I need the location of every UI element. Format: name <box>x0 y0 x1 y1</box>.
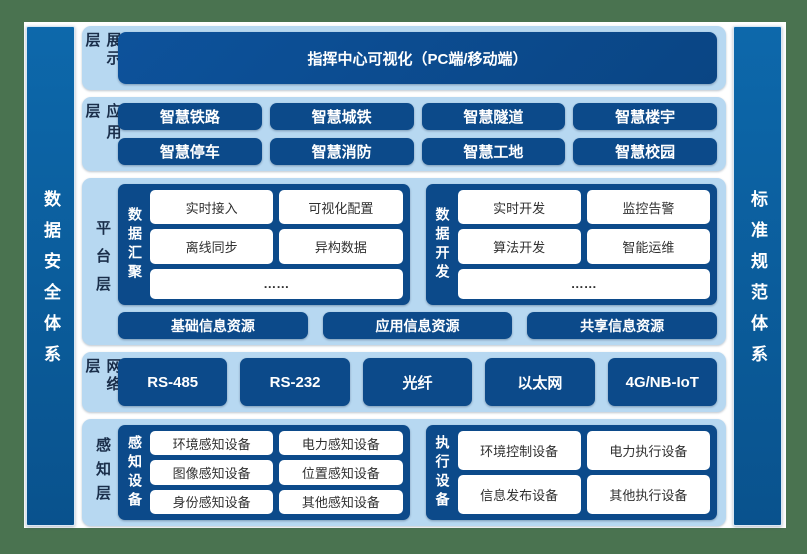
sensing-devices-label: 感知设备 <box>127 434 143 511</box>
network-box-4g-nbiot: 4G/NB-IoT <box>607 358 717 406</box>
left-sidebar-label: 数据安全体系 <box>41 190 60 376</box>
platform-item-realtime-dev: 实时开发 <box>457 190 581 225</box>
device-power-actuator: 电力执行设备 <box>586 431 710 470</box>
resource-application-info: 应用信息资源 <box>322 312 513 339</box>
app-box-smart-metro: 智慧城铁 <box>269 103 414 130</box>
platform-item-offline-sync: 离线同步 <box>150 229 274 264</box>
left-sidebar-data-security: 数据安全体系 <box>26 26 75 526</box>
command-center-box: 指挥中心可视化（PC端/移动端） <box>118 32 717 84</box>
layer-perception-label: 感知层 <box>94 436 111 509</box>
app-box-smart-site: 智慧工地 <box>421 138 566 165</box>
platform-group-aggregation-label: 数据汇聚 <box>127 206 143 283</box>
device-info-publish: 信息发布设备 <box>457 475 581 514</box>
right-sidebar-label: 标准规范体系 <box>748 190 767 376</box>
app-box-smart-tunnel: 智慧隧道 <box>421 103 566 130</box>
app-box-smart-railway: 智慧铁路 <box>118 103 262 130</box>
network-box-rs232: RS-232 <box>240 358 350 406</box>
layer-perception-label-col: 感知层 <box>87 425 118 520</box>
device-env-sensing: 环境感知设备 <box>150 431 274 456</box>
aggregation-ellipsis: …… <box>150 268 403 299</box>
device-other-sensing: 其他感知设备 <box>279 489 403 514</box>
platform-item-realtime-access: 实时接入 <box>150 190 274 225</box>
layer-platform: 平台层 数据汇聚 实时接入 可视化配置 离线同步 异构数据 …… <box>82 178 726 345</box>
layer-application-label: 应用层 <box>83 103 122 145</box>
layer-network-label: 网络层 <box>83 358 122 394</box>
layer-perception: 感知层 感知设备 环境感知设备 电力感知设备 图像感知设备 位置感知设备 身份感… <box>82 419 726 526</box>
sensing-devices-grid: 环境感知设备 电力感知设备 图像感知设备 位置感知设备 身份感知设备 其他感知设… <box>150 431 403 514</box>
platform-resource-row: 基础信息资源 应用信息资源 共享信息资源 <box>118 312 717 339</box>
app-box-smart-campus: 智慧校园 <box>573 138 717 165</box>
resource-basic-info: 基础信息资源 <box>118 312 308 339</box>
layer-display: 展示层 指挥中心可视化（PC端/移动端） <box>82 26 726 90</box>
device-location-sensing: 位置感知设备 <box>279 460 403 485</box>
layer-application-label-col: 应用层 <box>84 103 122 165</box>
device-env-control: 环境控制设备 <box>457 431 581 470</box>
layers-column: 展示层 指挥中心可视化（PC端/移动端） 应用层 智慧铁路 智慧城铁 智慧隧道 … <box>82 26 726 526</box>
platform-item-visual-config: 可视化配置 <box>279 190 403 225</box>
platform-body: 数据汇聚 实时接入 可视化配置 离线同步 异构数据 …… 数据开发 实时开发 <box>118 184 717 339</box>
layer-network: 网络层 RS-485 RS-232 光纤 以太网 4G/NB-IoT <box>82 352 726 412</box>
platform-group-row: 数据汇聚 实时接入 可视化配置 离线同步 异构数据 …… 数据开发 实时开发 <box>118 184 717 305</box>
layer-platform-label-col: 平台层 <box>87 184 118 339</box>
actuator-devices-label: 执行设备 <box>434 434 451 511</box>
platform-group-data-aggregation: 数据汇聚 实时接入 可视化配置 离线同步 异构数据 …… <box>118 184 410 305</box>
layer-display-label-col: 展示层 <box>84 32 122 84</box>
device-image-sensing: 图像感知设备 <box>150 460 274 485</box>
network-box-fiber: 光纤 <box>362 358 473 406</box>
platform-item-heterogeneous-data: 异构数据 <box>279 229 403 264</box>
perception-group-sensing-devices: 感知设备 环境感知设备 电力感知设备 图像感知设备 位置感知设备 身份感知设备 … <box>118 425 410 520</box>
diagram-canvas: 数据安全体系 展示层 指挥中心可视化（PC端/移动端） 应用层 智慧铁路 智慧城… <box>24 22 786 528</box>
app-box-smart-parking: 智慧停车 <box>118 138 262 165</box>
network-grid: RS-485 RS-232 光纤 以太网 4G/NB-IoT <box>118 358 717 406</box>
device-other-actuator: 其他执行设备 <box>586 475 710 514</box>
platform-item-intelligent-ops: 智能运维 <box>586 229 710 264</box>
platform-item-monitor-alert: 监控告警 <box>586 190 710 225</box>
perception-group-actuator-devices: 执行设备 环境控制设备 电力执行设备 信息发布设备 其他执行设备 <box>425 425 717 520</box>
layer-display-label: 展示层 <box>83 32 122 68</box>
layer-network-label-col: 网络层 <box>84 358 122 406</box>
app-box-smart-building: 智慧楼宇 <box>573 103 717 130</box>
development-grid: 实时开发 监控告警 算法开发 智能运维 …… <box>457 190 710 299</box>
perception-body: 感知设备 环境感知设备 电力感知设备 图像感知设备 位置感知设备 身份感知设备 … <box>118 425 717 520</box>
resource-shared-info: 共享信息资源 <box>527 312 717 339</box>
device-power-sensing: 电力感知设备 <box>279 431 403 456</box>
right-sidebar-standards: 标准规范体系 <box>733 26 782 526</box>
app-box-smart-fire: 智慧消防 <box>269 138 414 165</box>
layer-display-body: 指挥中心可视化（PC端/移动端） <box>118 32 717 84</box>
application-grid: 智慧铁路 智慧城铁 智慧隧道 智慧楼宇 智慧停车 智慧消防 智慧工地 智慧校园 <box>118 103 717 165</box>
development-ellipsis: …… <box>457 268 710 299</box>
layer-platform-label: 平台层 <box>94 219 111 304</box>
platform-item-algorithm-dev: 算法开发 <box>457 229 581 264</box>
network-box-rs485: RS-485 <box>118 358 228 406</box>
actuator-devices-grid: 环境控制设备 电力执行设备 信息发布设备 其他执行设备 <box>457 431 710 514</box>
network-box-ethernet: 以太网 <box>485 358 595 406</box>
platform-group-development-label: 数据开发 <box>434 206 451 283</box>
platform-group-data-development: 数据开发 实时开发 监控告警 算法开发 智能运维 …… <box>425 184 717 305</box>
aggregation-grid: 实时接入 可视化配置 离线同步 异构数据 …… <box>150 190 403 299</box>
layer-application: 应用层 智慧铁路 智慧城铁 智慧隧道 智慧楼宇 智慧停车 智慧消防 智慧工地 智… <box>82 97 726 171</box>
device-identity-sensing: 身份感知设备 <box>150 489 274 514</box>
